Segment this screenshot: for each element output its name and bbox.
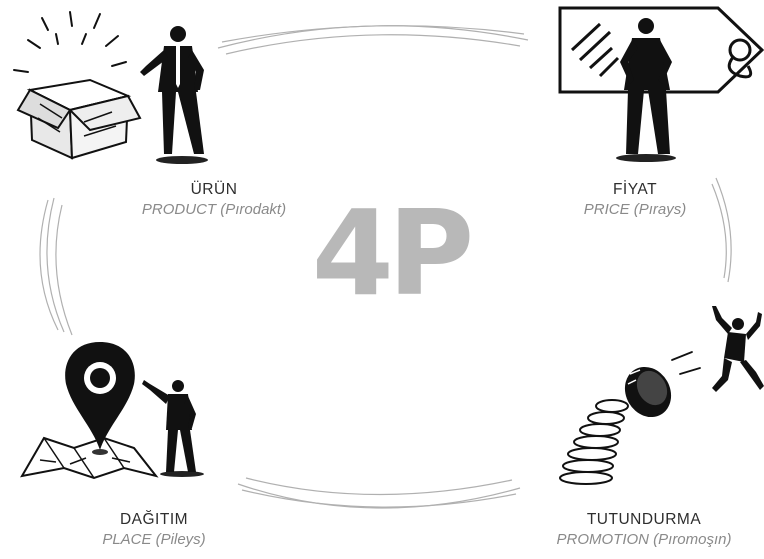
price-label-en: PRICE (Pırays) xyxy=(583,201,687,218)
promotion-illustration xyxy=(559,306,764,485)
businessman-icon xyxy=(140,26,208,164)
spring-icon xyxy=(559,399,629,485)
arc-left xyxy=(39,197,73,336)
place-illustration xyxy=(20,342,204,480)
product-label-en: PRODUCT (Pırodakt) xyxy=(141,201,287,218)
motion-lines xyxy=(671,351,701,375)
box-icon xyxy=(16,78,142,160)
promotion-label: TUTUNDURMA PROMOTION (Pıromoşın) xyxy=(524,510,764,550)
price-label-tr: FİYAT xyxy=(612,181,658,198)
product-label-tr: ÜRÜN xyxy=(190,181,238,198)
location-pin-icon xyxy=(65,342,135,455)
arc-top xyxy=(217,25,529,55)
spark-icon xyxy=(13,11,127,73)
place-label: DAĞITIM PLACE (Pileys) xyxy=(34,510,274,550)
connector-arcs xyxy=(39,25,732,509)
place-label-en: PLACE (Pileys) xyxy=(102,531,206,548)
product-illustration xyxy=(13,11,208,164)
jumping-man-icon xyxy=(712,306,764,392)
businessman-icon xyxy=(142,380,204,477)
price-label: FİYAT PRICE (Pırays) xyxy=(515,180,755,220)
place-label-tr: DAĞITIM xyxy=(119,511,189,528)
arc-right xyxy=(711,177,732,283)
center-title: 4P xyxy=(311,184,475,322)
price-illustration xyxy=(558,6,764,162)
spring-disc-icon xyxy=(624,366,672,418)
map-icon xyxy=(20,436,159,480)
businessman-icon xyxy=(616,18,676,162)
product-label: ÜRÜN PRODUCT (Pırodakt) xyxy=(94,180,334,220)
promotion-label-tr: TUTUNDURMA xyxy=(586,511,702,528)
arc-bottom xyxy=(237,477,521,509)
promotion-label-en: PROMOTION (Pıromoşın) xyxy=(556,531,732,548)
